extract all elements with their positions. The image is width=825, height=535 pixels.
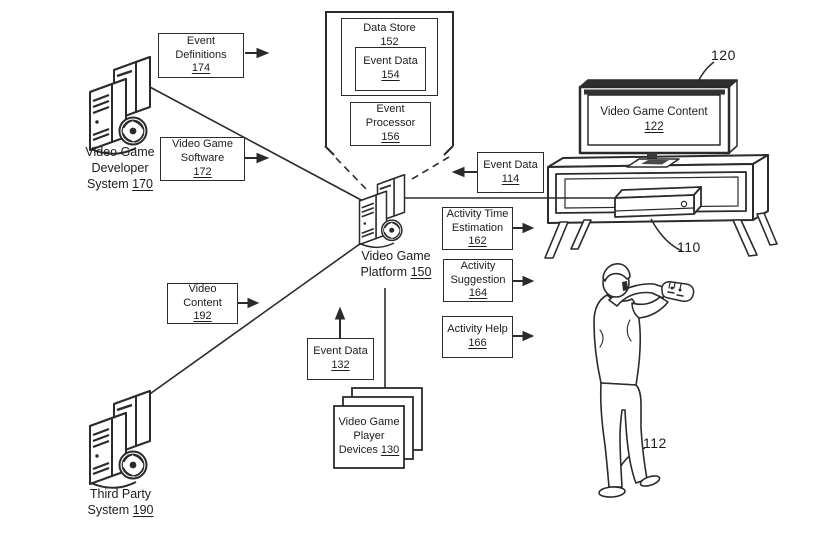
third-party-server-icon [88,389,152,490]
event-data-114-label: Event Data [483,158,538,171]
activity-help-ref: 166 [468,337,487,349]
data-store-ref: 152 [380,35,399,48]
arrow-activity-time-estimation [512,222,535,234]
line-thirdparty-to-platform [139,240,365,402]
event-data-114-ref: 114 [501,172,520,185]
event-data-132-label: Event Data [313,345,368,358]
arrow-video-game-software [245,152,270,164]
event-data-132-ref: 132 [331,359,350,371]
arrow-activity-suggestion [512,275,535,287]
platform-server-icon [358,173,406,249]
leader-120 [695,61,715,87]
video-game-content-label: Video Game Content [600,106,708,119]
box-video-content: Video Content 192 [167,283,238,324]
video-game-software-label: Video Game Software [172,138,233,165]
box-activity-suggestion: Activity Suggestion 164 [443,259,513,302]
box-video-game-software: Video Game Software 172 [160,137,245,181]
developer-server-icon [88,55,152,156]
event-definitions-ref: 174 [191,62,211,75]
caption-video-game-platform: Video Game Platform 150 [346,246,446,282]
video-content-ref: 192 [193,310,212,323]
third-party-label: Third Party System [87,486,152,517]
third-party-ref: 190 [132,503,154,517]
developer-system-label: Video Game Developer System [85,144,155,192]
box-activity-time-estimation: Activity Time Estimation 162 [442,207,513,250]
video-game-software-ref: 172 [193,165,212,178]
event-processor-label: Event Processor [365,103,416,130]
arrow-video-content [237,297,260,309]
box-event-data-132: Event Data 132 [307,338,374,380]
event-data-154-label: Event Data [363,55,418,68]
player-devices-ref: 130 [380,443,400,456]
player-devices-stack-icon [333,387,423,469]
activity-time-estimation-ref: 162 [468,235,487,248]
box-player-devices-label: Video Game Player Devices 130 [335,408,403,466]
leader-110 [650,218,683,252]
data-store-label: Data Store [363,22,416,34]
activity-time-estimation-label: Activity Time Estimation [446,207,509,234]
player-devices-label: Video Game Player Devices [338,416,400,456]
box-event-data-154: Event Data 154 [355,47,426,91]
game-console-icon [614,186,702,218]
tv-screen-text: Video Game Content 122 [589,99,719,141]
video-content-label: Video Content [183,282,222,309]
television-icon [578,79,738,168]
event-definitions-label: Event Definitions [175,34,227,61]
video-game-content-ref: 122 [644,121,664,133]
box-event-definitions: Event Definitions 174 [158,33,244,78]
platform-label: Video Game Platform [360,248,431,279]
arrow-event-data-132 [334,306,346,338]
flow-arrows [237,47,535,342]
arrow-activity-help [512,330,535,342]
event-processor-ref: 156 [381,130,400,143]
line-developer-to-platform [147,85,364,202]
pointer-112-player: 112 [643,435,667,451]
arrow-event-data-114 [451,166,477,178]
player-figure-icon [593,263,695,498]
caption-developer-system: Video Game Developer System 170 [68,142,172,194]
pointer-110-console: 110 [677,239,701,255]
pointer-120-tv: 120 [711,47,736,63]
activity-suggestion-label: Activity Suggestion [450,259,506,286]
activity-help-label: Activity Help [447,323,508,336]
activity-suggestion-ref: 164 [468,287,488,300]
data-store-callout-tail [324,145,454,192]
arrow-event-definitions [245,47,270,59]
box-event-data-114: Event Data 114 [477,152,544,193]
box-activity-help: Activity Help 166 [442,316,513,358]
box-event-processor: Event Processor 156 [350,102,431,146]
event-data-154-ref: 154 [381,69,400,81]
caption-third-party-system: Third Party System 190 [73,484,168,520]
platform-ref: 150 [410,265,432,279]
developer-system-ref: 170 [132,177,153,192]
